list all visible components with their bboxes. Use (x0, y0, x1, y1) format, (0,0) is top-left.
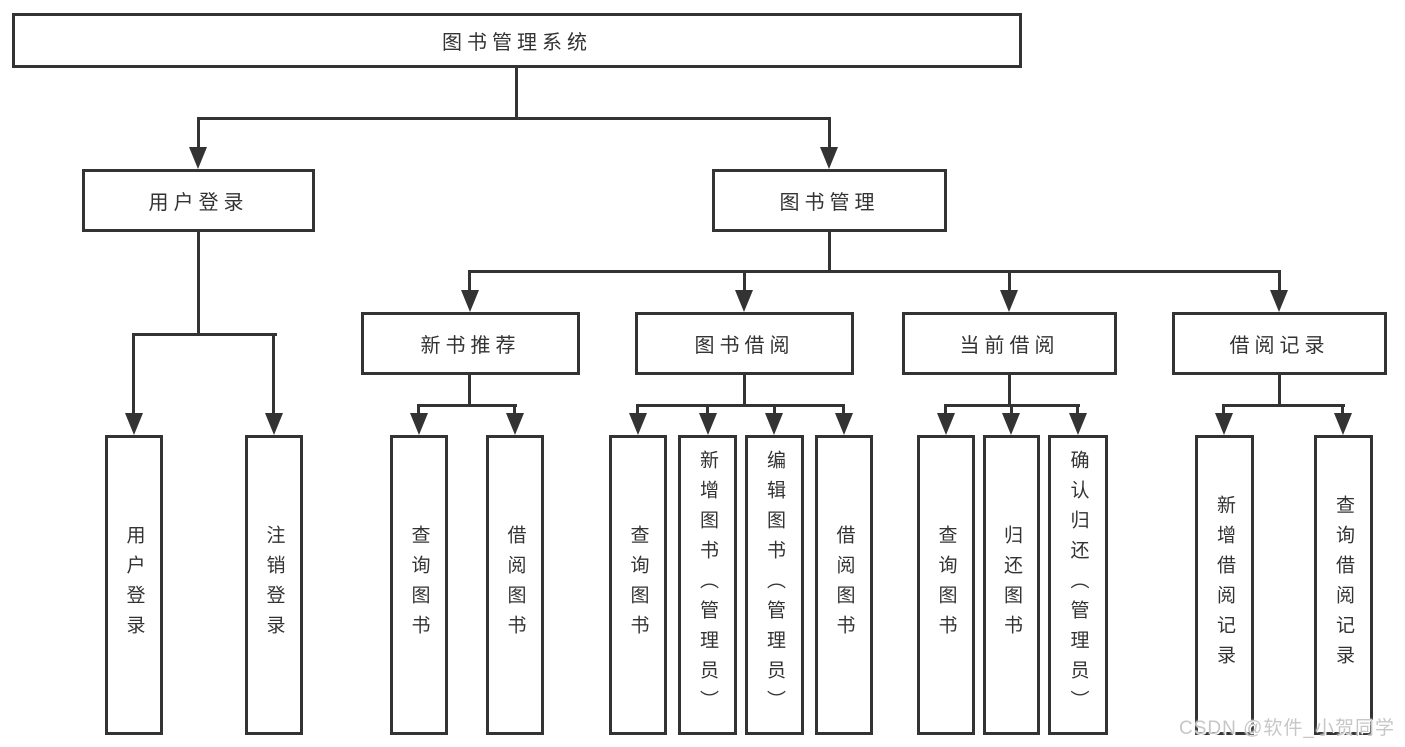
node-label: 新增图书（管理员） (697, 450, 718, 720)
node-current-borrowing: 当前借阅 (902, 312, 1117, 375)
arrowhead-icon (699, 413, 717, 435)
arrowhead-icon (1215, 413, 1233, 435)
connector-line (515, 68, 518, 119)
arrowhead-icon (461, 290, 479, 312)
leaf-logout: 注销登录 (245, 435, 303, 735)
arrowhead-icon (1334, 413, 1352, 435)
connector-line (132, 333, 135, 415)
connector-line (743, 270, 746, 294)
node-label: 借阅图书 (833, 525, 855, 645)
connector-line (828, 117, 831, 150)
arrowhead-icon (265, 413, 283, 435)
connector-line (132, 333, 277, 336)
leaf-borrow-books: 借阅图书 (815, 435, 873, 735)
connector-line (1341, 404, 1344, 415)
leaf-add-books-admin: 新增图书（管理员） (678, 435, 737, 735)
node-label: 查询借阅记录 (1333, 495, 1354, 675)
node-label: 用户登录 (123, 525, 145, 645)
connector-line (468, 270, 471, 294)
node-label: 图书管理系统 (442, 32, 592, 54)
arrowhead-icon (820, 147, 838, 169)
node-label: 当前借阅 (959, 335, 1060, 357)
node-new-book-recommend: 新书推荐 (361, 312, 580, 375)
leaf-add-borrow-record: 新增借阅记录 (1195, 435, 1254, 735)
leaf-query-books-borrowing: 查询图书 (609, 435, 667, 735)
connector-line (513, 404, 516, 415)
leaf-confirm-return-admin: 确认归还（管理员） (1048, 435, 1108, 735)
connector-line (197, 232, 200, 336)
arrowhead-icon (189, 147, 207, 169)
leaf-query-books-recommend: 查询图书 (390, 435, 448, 735)
arrowhead-icon (735, 290, 753, 312)
connector-line (1008, 375, 1011, 406)
csdn-watermark: CSDN @软件_小贺同学 (1179, 718, 1395, 739)
node-label: 归还图书 (1001, 525, 1022, 645)
arrowhead-icon (937, 413, 955, 435)
connector-line (1222, 404, 1225, 415)
connector-line (1278, 270, 1281, 294)
connector-line (636, 404, 639, 415)
connector-line (1010, 404, 1013, 415)
node-book-borrowing: 图书借阅 (635, 312, 854, 375)
connector-line (1222, 404, 1345, 407)
leaf-query-books-current: 查询图书 (917, 435, 975, 735)
arrowhead-icon (629, 413, 647, 435)
node-label: 确认归还（管理员） (1067, 450, 1089, 720)
arrowhead-icon (1000, 290, 1018, 312)
connector-line (272, 333, 275, 415)
arrowhead-icon (1069, 413, 1087, 435)
node-label: 查询图书 (935, 525, 957, 645)
connector-line (773, 404, 776, 415)
node-label: 借阅图书 (504, 525, 526, 645)
connector-line (842, 404, 845, 415)
connector-line (636, 404, 845, 407)
leaf-edit-books-admin: 编辑图书（管理员） (745, 435, 804, 735)
node-library-management-system: 图书管理系统 (12, 13, 1022, 68)
connector-line (706, 404, 709, 415)
leaf-borrow-books-recommend: 借阅图书 (486, 435, 544, 735)
connector-line (197, 117, 831, 120)
connector-line (417, 404, 517, 407)
leaf-user-login: 用户登录 (105, 435, 163, 735)
node-label: 查询图书 (627, 525, 649, 645)
arrowhead-icon (125, 413, 143, 435)
node-label: 编辑图书（管理员） (764, 450, 785, 720)
leaf-return-books: 归还图书 (983, 435, 1040, 735)
arrowhead-icon (1002, 413, 1020, 435)
arrowhead-icon (765, 413, 783, 435)
node-label: 注销登录 (263, 525, 285, 645)
node-label: 图书借阅 (694, 335, 795, 357)
node-label: 新增借阅记录 (1214, 495, 1235, 675)
node-book-management: 图书管理 (712, 169, 947, 232)
connector-line (1008, 270, 1011, 294)
connector-line (944, 404, 947, 415)
node-label: 图书管理 (779, 192, 880, 214)
arrowhead-icon (835, 413, 853, 435)
node-borrow-records: 借阅记录 (1172, 312, 1387, 375)
connector-line (468, 375, 471, 406)
arrowhead-icon (506, 413, 524, 435)
arrowhead-icon (1270, 290, 1288, 312)
connector-line (468, 270, 1281, 273)
connector-line (828, 232, 831, 272)
connector-line (1076, 404, 1079, 415)
connector-line (417, 404, 420, 415)
node-label: 查询图书 (408, 525, 430, 645)
node-label: 借阅记录 (1229, 335, 1330, 357)
connector-line (197, 117, 200, 150)
leaf-query-borrow-record: 查询借阅记录 (1314, 435, 1373, 735)
connector-line (743, 375, 746, 406)
node-label: 新书推荐 (420, 335, 521, 357)
node-user-login: 用户登录 (82, 169, 315, 232)
node-label: 用户登录 (148, 192, 249, 214)
connector-line (1278, 375, 1281, 406)
arrowhead-icon (410, 413, 428, 435)
